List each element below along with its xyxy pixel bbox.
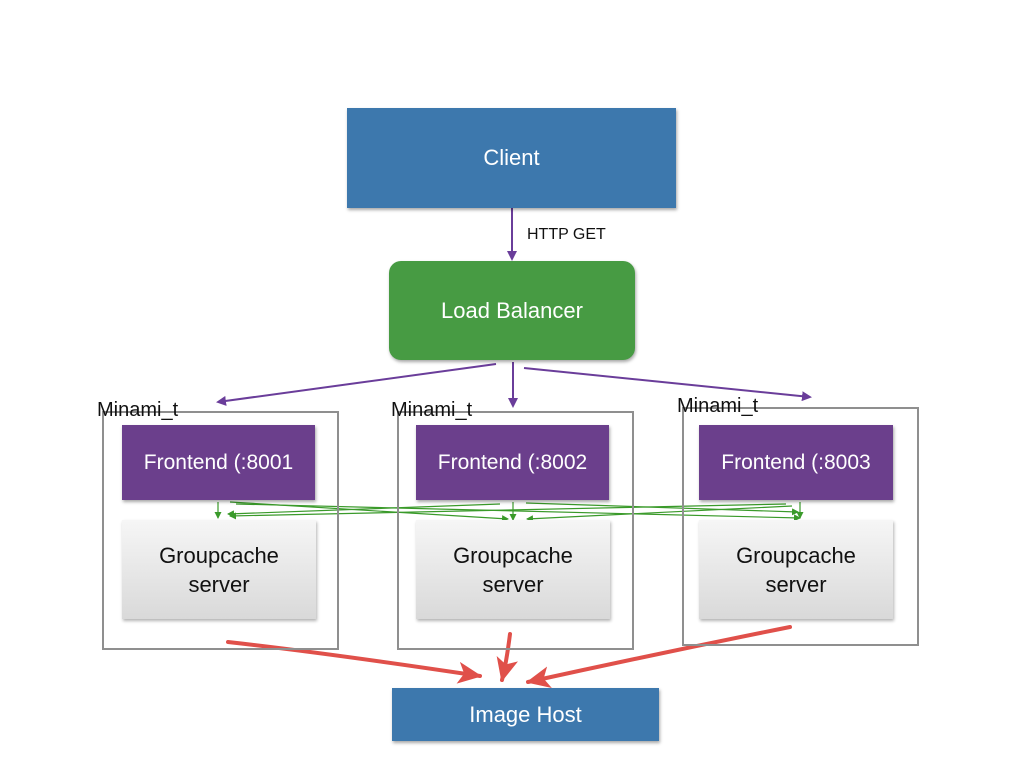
node-frame-2 — [397, 411, 634, 650]
frontend-box-1: Frontend (:8001 — [122, 425, 315, 500]
arrow-lb-to-node-1 — [216, 363, 497, 406]
peer-arrow — [227, 503, 501, 518]
fetch-arrows — [226, 625, 792, 689]
client-box: Client — [347, 108, 676, 208]
frontend-label-3: Frontend (:8003 — [721, 450, 871, 474]
peer-arrow — [526, 505, 793, 523]
load-balancer-box: Load Balancer — [389, 261, 635, 360]
groupcache-label-3a: Groupcache — [736, 542, 856, 568]
fetch-arrow-3 — [526, 625, 792, 689]
peer-arrow — [229, 503, 787, 520]
load-balancer-label: Load Balancer — [441, 297, 583, 323]
frontend-box-2: Frontend (:8002 — [416, 425, 609, 500]
frontend-label-2: Frontend (:8002 — [437, 450, 588, 474]
groupcache-label-1a: Groupcache — [159, 542, 279, 568]
peer-arrows — [214, 501, 804, 523]
node-frame-3 — [682, 407, 919, 646]
groupcache-label-2b: server — [482, 571, 544, 597]
groupcache-box-1: Groupcache server — [122, 520, 316, 619]
image-host-label: Image Host — [469, 701, 582, 727]
node-frame-1 — [102, 411, 339, 650]
node-label-2: Minami_t — [391, 399, 473, 421]
image-host-box: Image Host — [392, 688, 659, 741]
frontend-box-3: Frontend (:8003 — [699, 425, 893, 500]
frontend-label-1: Frontend (:8001 — [143, 450, 294, 474]
groupcache-box-2: Groupcache server — [416, 520, 610, 619]
peer-arrow — [235, 503, 801, 522]
node-label-3: Minami_t — [677, 395, 759, 417]
client-label: Client — [483, 145, 540, 170]
groupcache-label-2a: Groupcache — [453, 542, 573, 568]
fetch-arrow-2 — [496, 632, 519, 682]
node-label-1: Minami_t — [97, 399, 179, 421]
arrow-lb-to-node-3 — [523, 367, 812, 402]
groupcache-label-1b: server — [188, 571, 250, 597]
peer-arrow — [525, 502, 799, 516]
http-get-label: HTTP GET — [527, 226, 606, 243]
groupcache-label-3b: server — [765, 571, 827, 597]
groupcache-box-3: Groupcache server — [699, 520, 893, 619]
fetch-arrow-1 — [226, 640, 482, 684]
